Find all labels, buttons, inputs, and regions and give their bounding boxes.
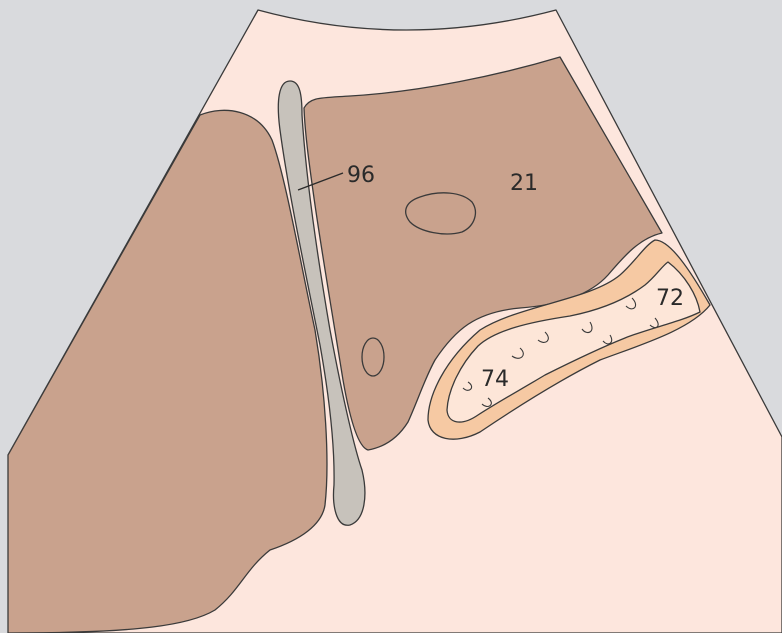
label-liver: 21 [510,171,538,196]
label-bowel-wall: 72 [656,286,684,311]
label-vessel: 96 [347,163,375,188]
lesion-small [362,338,384,376]
label-bowel-lumen: 74 [481,367,509,392]
